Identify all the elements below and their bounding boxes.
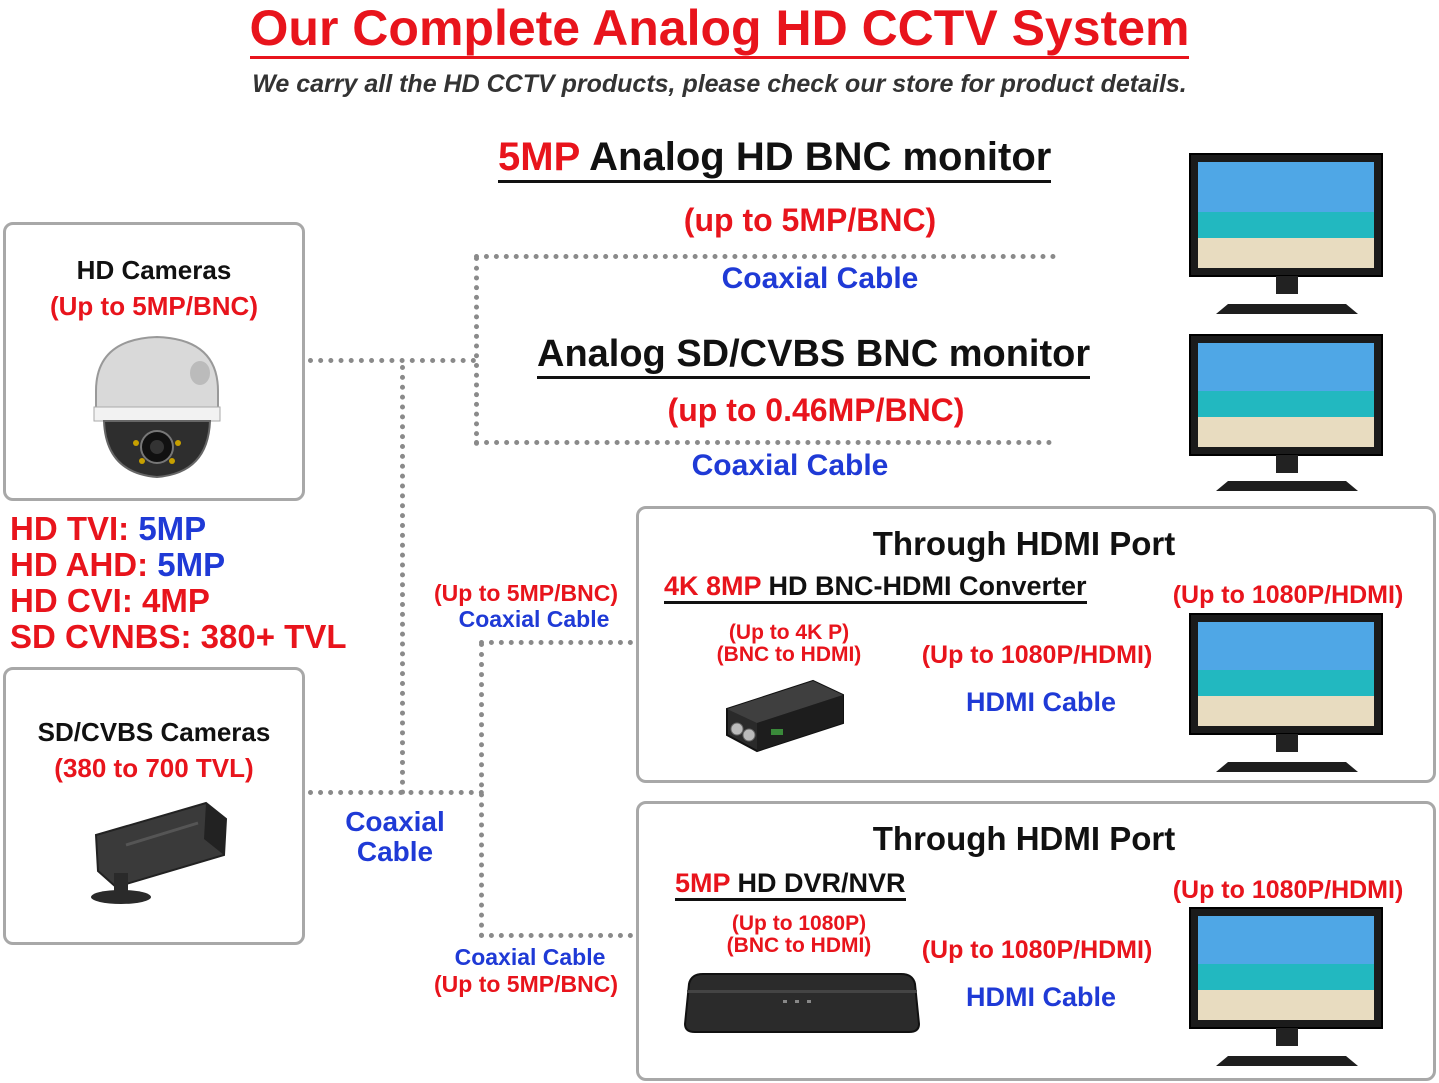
sd-monitor-title: Analog SD/CVBS BNC monitor — [537, 333, 1091, 379]
link-sd-monitor — [474, 440, 1052, 445]
hd-monitor-spec: (up to 5MP/BNC) — [683, 202, 937, 238]
converter-in-spec: (Up to 5MP/BNC) — [434, 580, 618, 606]
dvr-out-spec: (Up to 1080P/HDMI) — [921, 936, 1153, 964]
dvr-in-spec: (Up to 5MP/BNC) — [434, 971, 618, 997]
dvr-in-cable: Coaxial Cable — [454, 944, 606, 970]
dvr-device-icon — [683, 973, 921, 1033]
hdmi-branch-vertical — [479, 642, 484, 938]
link-dvr — [479, 933, 633, 938]
trunk-vertical — [400, 365, 405, 795]
format-cvi: HD CVI: 4MP — [10, 582, 210, 619]
sd-cameras-title: SD/CVBS Cameras — [37, 717, 271, 747]
converter-device-name: 4K 8MP HD BNC-HDMI Converter — [664, 571, 1087, 604]
sd-monitor-icon — [1189, 334, 1383, 491]
converter-out-cable: HDMI Cable — [965, 687, 1117, 717]
hd-cameras-title: HD Cameras — [76, 255, 232, 285]
dvr-monitor-spec: (Up to 1080P/HDMI) — [1172, 876, 1404, 904]
link-sd-camera — [308, 790, 484, 795]
dvr-monitor-icon — [1189, 907, 1383, 1066]
hd-monitor-icon — [1189, 153, 1383, 314]
left-cable-label-2: Cable — [356, 836, 434, 867]
sd-monitor-cable: Coaxial Cable — [691, 449, 889, 482]
page-subtitle: We carry all the HD CCTV products, pleas… — [252, 70, 1187, 98]
format-cvbs: SD CVNBS: 380+ TVL — [10, 618, 347, 655]
hd-cameras-box: HD Cameras (Up to 5MP/BNC) — [3, 222, 305, 501]
dvr-out-cable: HDMI Cable — [965, 982, 1117, 1012]
dvr-device-spec-1: (Up to 1080P) — [731, 912, 867, 935]
converter-device-icon — [726, 679, 844, 753]
converter-device-spec-1: (Up to 4K P) — [728, 621, 850, 644]
sd-monitor-spec: (up to 0.46MP/BNC) — [667, 392, 965, 428]
monitor-branch-vertical — [474, 256, 479, 446]
converter-in-cable: Coaxial Cable — [458, 606, 610, 632]
page-title: Our Complete Analog HD CCTV System — [0, 0, 1439, 59]
link-converter — [479, 640, 633, 645]
link-hd-camera — [308, 358, 476, 363]
converter-box-title: Through HDMI Port — [872, 525, 1176, 562]
hd-cameras-spec: (Up to 5MP/BNC) — [50, 291, 258, 321]
hd-monitor-title: 5MP Analog HD BNC monitor — [498, 135, 1052, 183]
format-ahd: HD AHD: 5MP — [10, 546, 226, 583]
dvr-device-spec-2: (BNC to HDMI) — [726, 934, 872, 957]
hd-monitor-cable: Coaxial Cable — [721, 262, 919, 295]
format-tvi: HD TVI: 5MP — [10, 510, 207, 547]
converter-monitor-icon — [1189, 613, 1383, 772]
left-cable-label-1: Coaxial — [345, 806, 445, 837]
converter-monitor-spec: (Up to 1080P/HDMI) — [1172, 581, 1404, 609]
dvr-device-name: 5MP HD DVR/NVR — [675, 868, 906, 901]
sd-cameras-spec: (380 to 700 TVL) — [54, 753, 254, 783]
sd-cameras-box: SD/CVBS Cameras (380 to 700 TVL) — [3, 667, 305, 945]
converter-out-spec: (Up to 1080P/HDMI) — [921, 641, 1153, 669]
link-hd-monitor — [474, 254, 1056, 259]
converter-device-spec-2: (BNC to HDMI) — [716, 643, 862, 666]
dome-camera-icon — [93, 335, 221, 479]
bullet-camera-icon — [91, 801, 228, 904]
dvr-box-title: Through HDMI Port — [872, 820, 1176, 857]
